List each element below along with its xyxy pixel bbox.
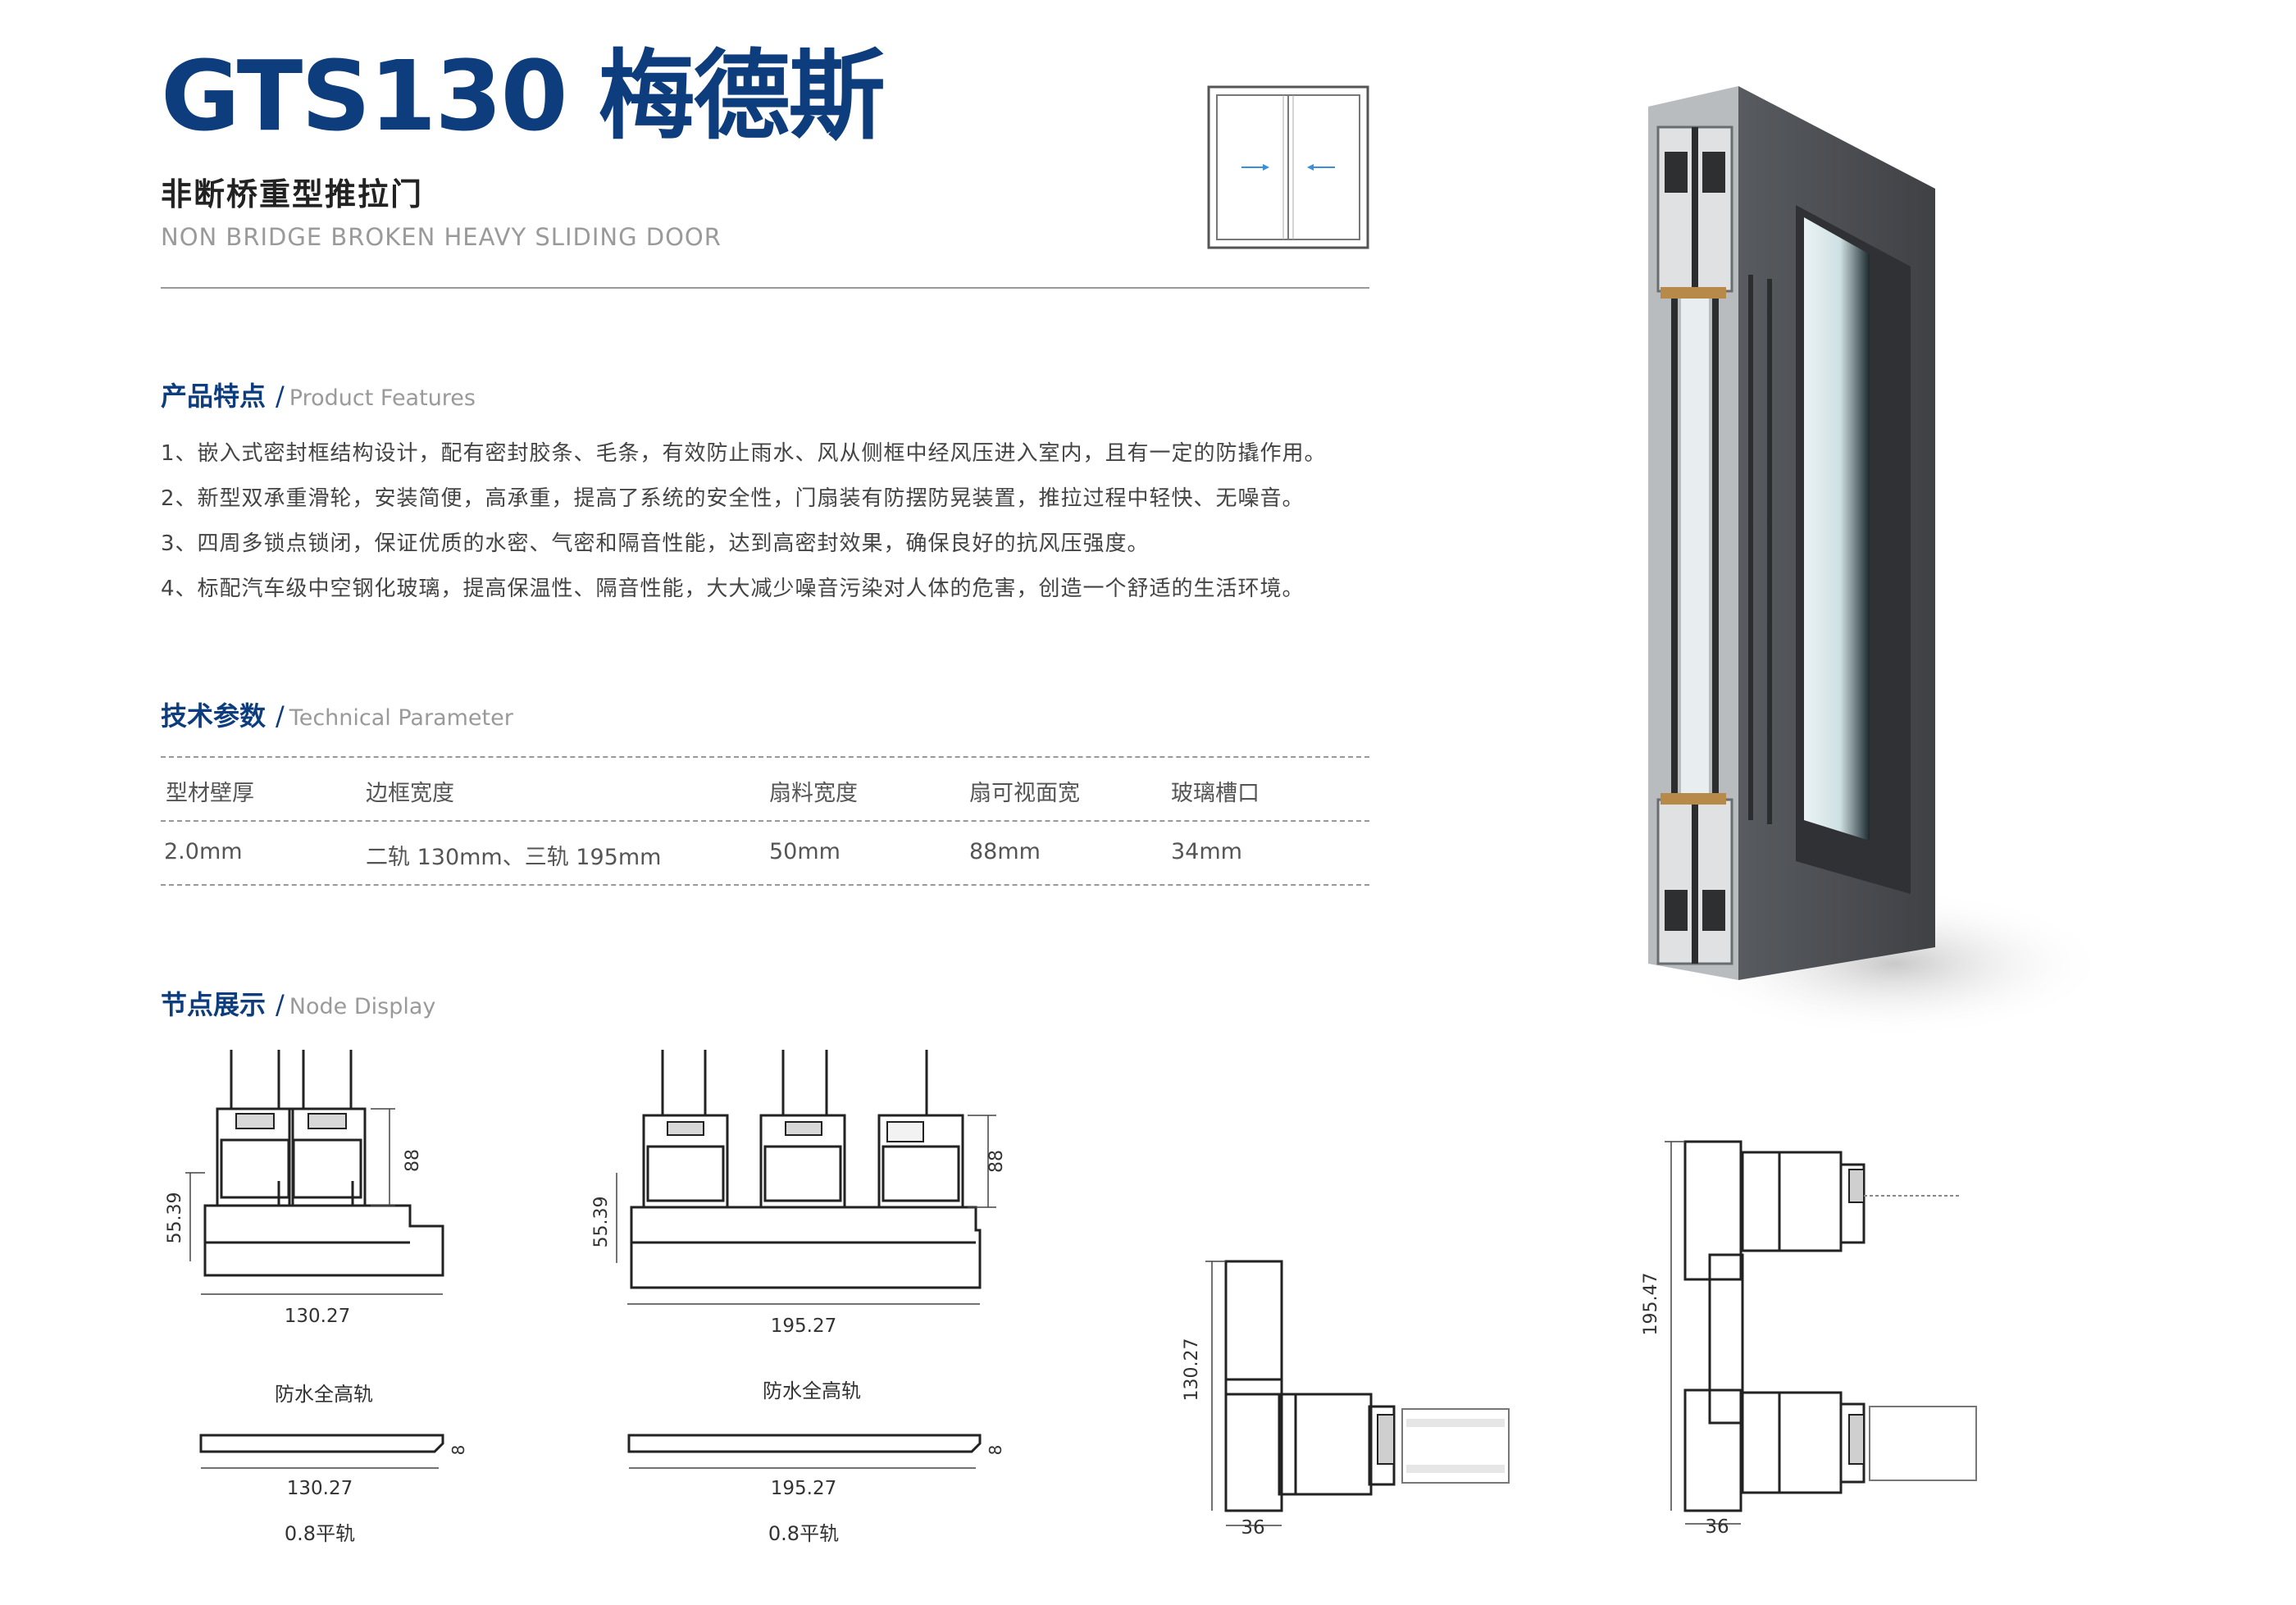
param-value: 二轨 130mm、三轨 195mm (366, 845, 662, 870)
param-header: 型材壁厚 (166, 781, 254, 806)
dim-36: 36 (1705, 1516, 1729, 1538)
dim-8: 8 (449, 1445, 468, 1456)
sliding-door-icon (1207, 85, 1369, 249)
feature-item: 1、嵌入式密封框结构设计，配有密封胶条、毛条，有效防止雨水、风从侧框中经风压进入… (161, 441, 1327, 466)
nodes-heading-cn: 节点展示 (161, 989, 266, 1020)
flat-rail-drawing: 130.27 8 (199, 1434, 468, 1499)
dim-8: 8 (986, 1445, 1005, 1456)
dim-36: 36 (1241, 1517, 1264, 1539)
param-header: 玻璃槽口 (1171, 781, 1260, 806)
dim-195-27: 195.27 (771, 1478, 836, 1499)
param-header: 扇料宽度 (769, 781, 858, 806)
side-frame-node-three-track: 195.47 36 (1641, 1140, 1977, 1538)
param-value: 2.0mm (164, 839, 243, 864)
params-heading: 技术参数 /Technical Parameter (161, 695, 513, 733)
dim-130-27: 130.27 (285, 1306, 350, 1327)
caption-waterproof-rail: 防水全高轨 (275, 1383, 373, 1406)
params-divider (161, 884, 1369, 886)
side-frame-node-two-track: 130.27 36 (1182, 1260, 1510, 1539)
nodes-heading: 节点展示 /Node Display (161, 984, 435, 1022)
three-track-rail-drawing: 88 55.39 195.27 (591, 1050, 1007, 1337)
feature-item: 3、四周多锁点锁闭，保证优质的水密、气密和隔音性能，达到高密封效果，确保良好的抗… (161, 531, 1150, 556)
two-track-rail-drawing: 88 55.39 130.27 (165, 1050, 444, 1327)
params-heading-slash: / (276, 700, 285, 732)
arrow-left-icon (1307, 164, 1335, 171)
dim-88: 88 (403, 1149, 423, 1172)
dim-55-39: 55.39 (165, 1192, 185, 1244)
arrow-right-icon (1241, 164, 1269, 171)
dim-130-27: 130.27 (1182, 1338, 1202, 1402)
product-subtitle-en: NON BRIDGE BROKEN HEAVY SLIDING DOOR (161, 223, 722, 251)
features-heading-cn: 产品特点 (161, 381, 266, 412)
dim-130-27: 130.27 (287, 1478, 353, 1499)
features-heading: 产品特点 /Product Features (161, 376, 476, 413)
dim-195-27: 195.27 (771, 1315, 836, 1337)
product-subtitle-cn: 非断桥重型推拉门 (161, 176, 424, 212)
caption-waterproof-rail: 防水全高轨 (763, 1379, 861, 1402)
nodes-heading-slash: / (276, 989, 285, 1020)
page-title: GTS130 梅德斯 (161, 39, 886, 153)
feature-item: 2、新型双承重滑轮，安装简便，高承重，提高了系统的安全性，门扇装有防摆防晃装置，… (161, 486, 1305, 511)
params-heading-en: Technical Parameter (289, 705, 513, 731)
caption-flat-rail: 0.8平轨 (284, 1522, 356, 1545)
dim-55-39: 55.39 (591, 1197, 612, 1248)
param-header: 边框宽度 (366, 781, 454, 806)
params-divider (161, 756, 1369, 758)
features-heading-slash: / (276, 381, 285, 412)
nodes-heading-en: Node Display (289, 994, 436, 1019)
param-value: 50mm (769, 839, 840, 864)
header-divider (161, 287, 1369, 289)
product-profile-image (1648, 86, 2107, 1037)
params-divider (161, 820, 1369, 822)
dim-88: 88 (986, 1150, 1007, 1173)
features-heading-en: Product Features (289, 385, 476, 411)
flat-rail-drawing: 195.27 8 (627, 1434, 1005, 1499)
feature-item: 4、标配汽车级中空钢化玻璃，提高保温性、隔音性能，大大减少噪音污染对人体的危害，… (161, 577, 1305, 601)
param-value: 88mm (969, 839, 1041, 864)
param-value: 34mm (1171, 839, 1242, 864)
param-header: 扇可视面宽 (969, 781, 1080, 806)
caption-flat-rail: 0.8平轨 (768, 1522, 840, 1545)
params-heading-cn: 技术参数 (161, 700, 266, 732)
dim-195-47: 195.47 (1641, 1273, 1661, 1336)
